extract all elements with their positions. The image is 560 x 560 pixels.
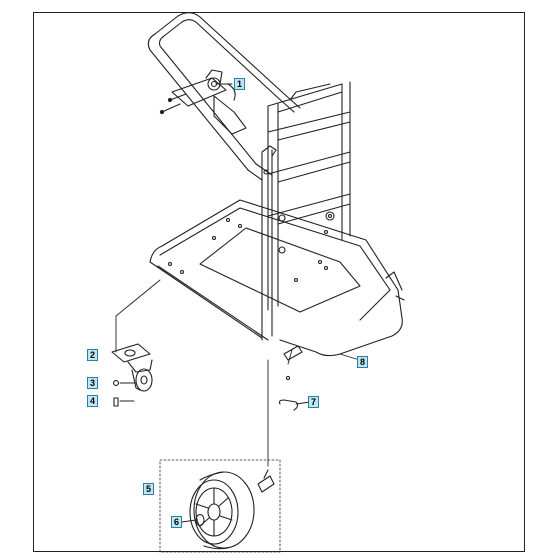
callout-4[interactable]: 4	[87, 395, 98, 407]
callout-1[interactable]: 1	[234, 78, 245, 90]
callout-7[interactable]: 7	[308, 396, 319, 408]
callout-8[interactable]: 8	[357, 356, 368, 368]
caster-wheel	[111, 343, 153, 392]
large-wheel	[189, 471, 255, 550]
caster-hardware	[113, 380, 119, 407]
leader-lines	[115, 83, 367, 523]
callout-6[interactable]: 6	[171, 516, 182, 528]
callout-2[interactable]: 2	[87, 349, 98, 361]
diagram-frame	[33, 12, 525, 552]
base-tray	[149, 199, 405, 357]
callout-3[interactable]: 3	[87, 377, 98, 389]
handle-bracket	[159, 69, 247, 135]
handle-frame	[147, 12, 301, 171]
upright-post	[247, 145, 277, 341]
axle-parts	[257, 345, 303, 493]
wheel-group-box	[159, 459, 281, 553]
callout-5[interactable]: 5	[143, 483, 154, 495]
hub-cap	[195, 513, 205, 527]
rear-frame	[267, 81, 351, 311]
